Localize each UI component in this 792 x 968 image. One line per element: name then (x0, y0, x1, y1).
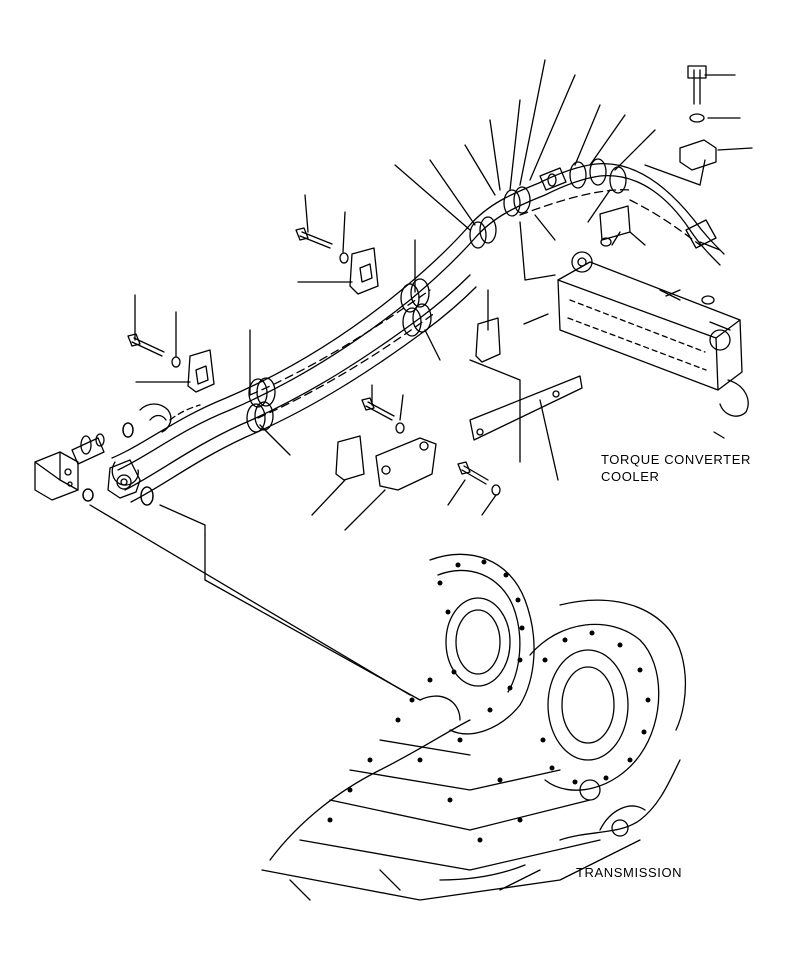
flange-adapter-block (35, 452, 140, 500)
transmission-label: TRANSMISSION (576, 865, 683, 880)
torque-converter-cooler-label-line1: TORQUE CONVERTER (601, 452, 751, 467)
transmission-bolt-pattern (327, 559, 651, 843)
torque-converter-cooler-label: TORQUE CONVERTER COOLER (601, 451, 751, 485)
cooler-hose-lower (125, 190, 700, 502)
torque-converter-cooler-body (524, 252, 748, 438)
hose-clamp-set (247, 159, 626, 432)
bolt-and-washer-group-center (336, 398, 436, 490)
leader-lines (90, 60, 752, 700)
hose-elbow-fittings (72, 404, 171, 505)
transmission-housing (262, 554, 685, 900)
bolt-and-washer-group-right (458, 318, 582, 495)
cooler-hose-upper (112, 164, 724, 470)
cooler-fittings (540, 168, 730, 330)
bolt-and-washer-group-top-right (600, 66, 716, 246)
bolt-and-washer-group-mid (296, 228, 378, 294)
bolt-and-washer-group-left (128, 334, 214, 392)
torque-converter-cooler-label-line2: COOLER (601, 469, 660, 484)
o-rings (83, 423, 153, 505)
